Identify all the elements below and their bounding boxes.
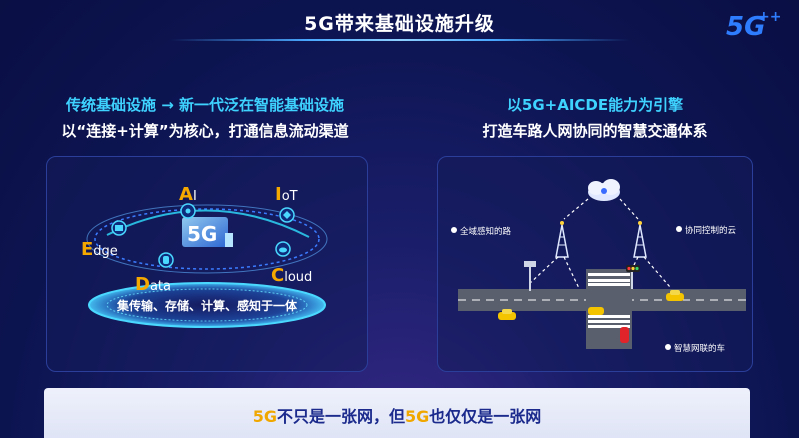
ring-caption: 集传输、存储、计算、感知于一体: [116, 298, 298, 313]
edge-node-icon: [111, 220, 127, 236]
cloud-node-icon: [275, 241, 291, 257]
node-data: Data: [135, 274, 171, 295]
label-road: 全域感知的路: [460, 226, 512, 237]
cloud-icon: [588, 179, 620, 201]
logo-plus: ++: [758, 9, 781, 25]
label-cloud: 协同控制的云: [685, 225, 737, 236]
label-car: 智慧网联的车: [674, 343, 725, 354]
car-icon-yellow-left: [498, 309, 516, 320]
car-icon-yellow-center: [588, 307, 604, 315]
footer-5g-2: 5G: [405, 407, 430, 426]
car-icon-red: [620, 327, 629, 343]
aicde-diagram: 5G AI IoT Edge: [81, 184, 328, 328]
node-cloud: Cloud: [271, 265, 312, 286]
traffic-diagram: 全域感知的路 协同控制的云 智慧网联的车: [451, 179, 746, 354]
tower-icon-right: [633, 221, 647, 258]
signal-links: [527, 198, 671, 308]
glow-ring: [89, 283, 325, 327]
5g-logo-icon: 5G ++: [726, 9, 781, 42]
orbit-dashed: [94, 208, 320, 270]
left-subheadline: 以“连接+计算”为核心，打通信息流动渠道: [61, 122, 349, 140]
node-iot: IoT: [275, 184, 298, 205]
left-panel: 5G AI IoT Edge: [46, 156, 368, 372]
traffic-light-icon: [626, 265, 640, 289]
right-headline: 以5G+AICDE能力为引擎: [506, 96, 684, 114]
iot-node-icon: [279, 207, 295, 223]
footer-text-2: 也仅仅是一张网: [429, 407, 542, 426]
node-edge: Edge: [81, 239, 118, 260]
right-subheadline: 打造车路人网协同的智慧交通体系: [482, 122, 708, 140]
footer-text-1: 不只是一张网，但: [276, 407, 405, 426]
node-ai: AI: [179, 184, 197, 205]
title-underline: [170, 39, 630, 41]
title-bar: 5G带来基础设施升级: [0, 0, 799, 41]
footer-slogan: 5G不只是一张网，但5G也仅仅是一张网: [44, 403, 750, 427]
footer-5g-1: 5G: [252, 407, 277, 426]
right-panel: 全域感知的路 协同控制的云 智慧网联的车: [437, 156, 753, 372]
tower-icon-left: [555, 221, 569, 258]
5g-cube-icon: 5G: [182, 217, 233, 247]
footer-bar: 5G不只是一张网，但5G也仅仅是一张网: [44, 388, 750, 438]
ai-node-icon: [180, 203, 196, 219]
car-icon-yellow-right: [666, 290, 684, 301]
data-node-icon: [158, 252, 174, 268]
center-5g-label: 5G: [187, 222, 217, 246]
page-title: 5G带来基础设施升级: [304, 13, 495, 35]
left-headline: 传统基础设施 → 新一代泛在智能基础设施: [65, 96, 344, 114]
camera-pole-icon: [524, 261, 536, 291]
logo-text: 5G: [726, 12, 765, 42]
